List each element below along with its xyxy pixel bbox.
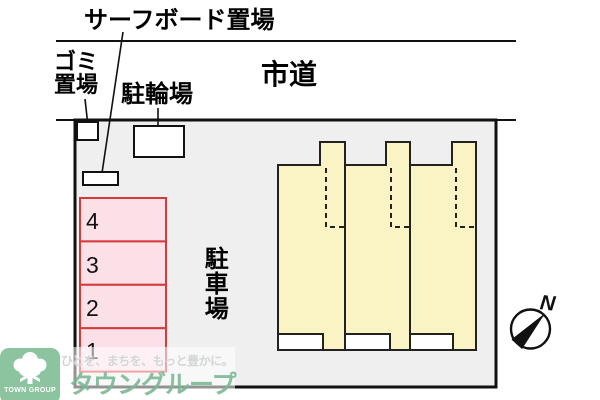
dashed-overhang-lines bbox=[325, 168, 476, 228]
building-outline bbox=[277, 141, 477, 351]
city-road-label: 市道 bbox=[261, 59, 318, 90]
entrance-rect-unit-2 bbox=[344, 333, 391, 351]
compass-icon bbox=[509, 308, 552, 350]
parking-space-4 bbox=[79, 197, 167, 243]
bicycle-parking-label: 駐輪場 bbox=[121, 81, 193, 108]
garbage-area-label: ゴミ 置場 bbox=[54, 49, 99, 97]
bicycle-parking-box bbox=[133, 125, 185, 158]
parking-space-3 bbox=[79, 240, 167, 286]
dashed-area-unit-1 bbox=[325, 168, 345, 228]
town-group-logo: TOWN GROUP bbox=[0, 348, 60, 400]
entrance-rect-unit-1 bbox=[277, 333, 324, 351]
entrance-rect-unit-3 bbox=[409, 333, 454, 351]
compass-north-label: N bbox=[538, 291, 557, 316]
town-group-logo-text: TOWN GROUP bbox=[4, 387, 56, 394]
surfboard-leader-line bbox=[101, 31, 124, 174]
watermark-tagline: ひとを、まちを、もっと豊かに。 bbox=[61, 354, 234, 368]
dashed-area-unit-2 bbox=[390, 168, 410, 228]
garbage-area-box bbox=[76, 121, 99, 141]
parking-space-number-2: 2 bbox=[86, 295, 99, 321]
dashed-area-unit-3 bbox=[455, 168, 476, 228]
parking-space-2 bbox=[79, 283, 167, 330]
tree-icon bbox=[13, 352, 47, 384]
parking-space-number-4: 4 bbox=[86, 208, 99, 234]
parking-space-number-3: 3 bbox=[86, 252, 99, 278]
watermark-brand: タウングループ bbox=[69, 371, 237, 399]
parking-lot-label: 駐車場 bbox=[200, 246, 228, 321]
watermark-band bbox=[62, 347, 235, 392]
surfboard-storage-box bbox=[82, 171, 119, 186]
surfboard-storage-label: サーフボード置場 bbox=[84, 7, 275, 34]
